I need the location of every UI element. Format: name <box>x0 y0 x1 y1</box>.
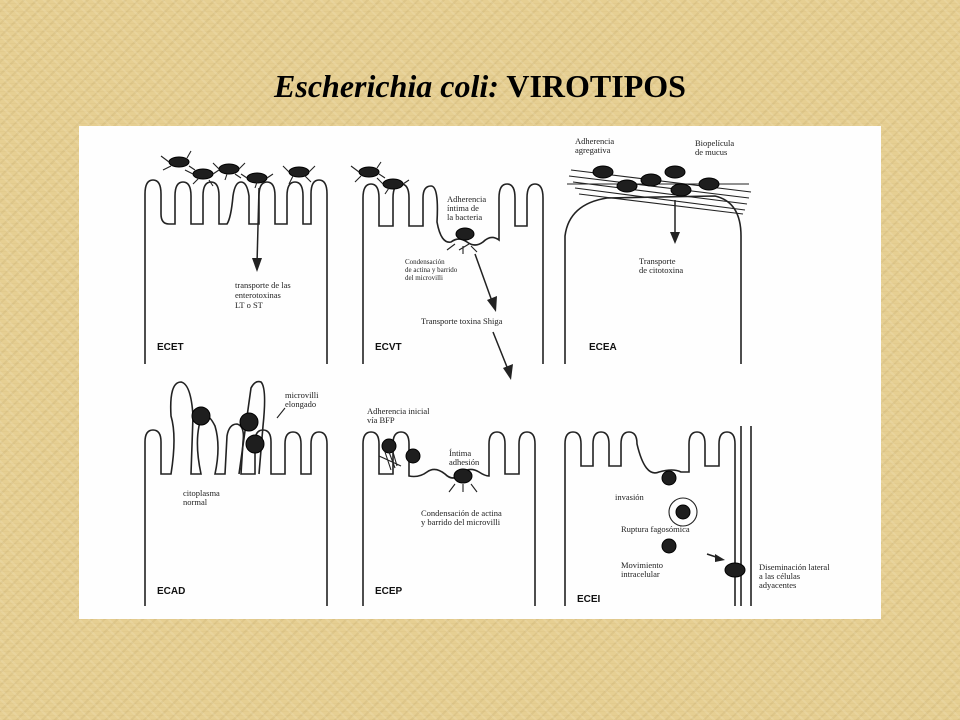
ecvt-arrowhead-2 <box>503 364 513 380</box>
title-italic: Escherichia coli: <box>274 68 499 104</box>
ecvt-condensation-1: Condensación <box>405 258 445 266</box>
panel-ecvt: Adherencia íntima de la bacteria Condens… <box>350 161 544 380</box>
bacterium <box>245 434 265 454</box>
ecet-arrowhead <box>252 258 262 272</box>
ecvt-arrow-2 <box>492 331 510 373</box>
ecet-fimbriae <box>160 150 316 189</box>
bacterium <box>358 166 380 178</box>
bacterium <box>661 538 677 554</box>
ecvt-attached-bacterium <box>455 227 475 241</box>
ecei-cell-outline <box>564 431 736 606</box>
bacterium <box>616 179 638 193</box>
ecea-biofilm-2: de mucus <box>695 147 727 157</box>
bacterium <box>661 470 677 486</box>
ecet-cell-outline <box>144 179 328 364</box>
ecad-cytoplasm-2: normal <box>183 497 208 507</box>
ecei-spread-3: adyacentes <box>759 580 796 590</box>
bacterium <box>192 168 214 180</box>
ecei-label: ECEI <box>577 594 601 605</box>
ecvt-condensation-3: del microvilli <box>405 274 443 282</box>
ecei-rupture: Ruptura fagosómica <box>621 524 690 534</box>
bacterium <box>675 504 691 520</box>
ecet-note-2: enterotoxinas <box>235 290 281 300</box>
ecvt-adhesion-2: íntima de <box>447 203 479 213</box>
ecvt-adhesion-1: Adherencia <box>447 194 486 204</box>
ecei-adjacent-cell-wall <box>740 426 752 606</box>
ecea-biofilm-1: Biopelícula <box>695 138 734 148</box>
bacterium <box>724 562 746 578</box>
ecvt-condensation-2: de actina y barrido <box>405 266 458 274</box>
ecea-adherence-2: agregativa <box>575 145 611 155</box>
panel-ecea: Adherencia agregativa Biopelícula de muc… <box>564 136 752 364</box>
ecad-microvilli-1: microvilli <box>285 390 319 400</box>
ecep-bacteria <box>381 438 473 484</box>
ecad-label: ECAD <box>157 586 185 597</box>
ecet-label: ECET <box>157 342 184 353</box>
ecea-cell-outline <box>564 195 742 364</box>
ecep-intimate-2: adhesión <box>449 457 480 467</box>
ecep-attached-bacterium <box>453 468 473 484</box>
ecvt-fimbriae <box>350 161 478 254</box>
panel-ecei: invasión Ruptura fagosómica Movimiento i… <box>564 426 830 606</box>
ecei-spread-1: Diseminación lateral <box>759 562 830 572</box>
bacterium <box>664 165 686 179</box>
bacterium <box>698 177 720 191</box>
panel-ecep: Adherencia inicial vía BFP Íntima adhesi… <box>362 406 536 606</box>
bacterium <box>288 166 310 178</box>
ecea-label: ECEA <box>589 342 617 353</box>
ecep-initial-2: vía BFP <box>367 415 395 425</box>
bacterium <box>670 183 692 197</box>
ecei-spread-2: a las células <box>759 571 800 581</box>
bacterium <box>218 163 240 175</box>
ecvt-transport: Transporte toxina Shiga <box>421 316 503 326</box>
ecad-microvilli-2: elongado <box>285 399 316 409</box>
ecei-movement-2: intracelular <box>621 569 660 579</box>
ecep-initial-1: Adherencia inicial <box>367 406 430 416</box>
bacterium <box>191 406 211 426</box>
ecea-bacteria <box>592 165 720 197</box>
ecet-note-1: transporte de las <box>235 280 291 290</box>
bacterium <box>640 173 662 187</box>
ecvt-cell-outline <box>362 183 544 364</box>
ecet-bacteria <box>168 156 310 184</box>
ecvt-arrow-1 <box>474 253 494 305</box>
bacterium <box>168 156 190 168</box>
ecei-bacteria <box>661 470 746 578</box>
bacterium <box>246 172 268 184</box>
ecep-label: ECEP <box>375 586 403 597</box>
ecvt-label: ECVT <box>375 342 402 353</box>
ecei-phagosome <box>668 497 698 527</box>
ecea-transport-1: Transporte <box>639 256 676 266</box>
ecep-condensation-2: y barrido del microvilli <box>421 517 501 527</box>
bacterium <box>592 165 614 179</box>
bacterium <box>382 178 404 190</box>
ecei-invasion: invasión <box>615 492 645 502</box>
ecad-cell-outline <box>144 381 328 606</box>
ecea-arrowhead <box>670 232 680 244</box>
ecad-bacteria <box>191 406 265 454</box>
bacterium <box>381 438 397 454</box>
ecep-bfp-fibers <box>378 451 478 493</box>
ecvt-arrowhead-1 <box>487 296 497 312</box>
virotypes-diagram: transporte de las enterotoxinas LT o ST … <box>79 126 881 619</box>
panel-ecad: microvilli elongado citoplasma normal EC… <box>144 380 328 606</box>
ecea-adherence-1: Adherencia <box>575 136 614 146</box>
ecei-arrowhead <box>715 554 725 562</box>
ecei-movement-1: Movimiento <box>621 560 663 570</box>
ecep-condensation-1: Condensación de actina <box>421 508 502 518</box>
ecvt-adhesion-3: la bacteria <box>447 212 482 222</box>
title-rest: VIROTIPOS <box>506 68 686 104</box>
ecad-cytoplasm-1: citoplasma <box>183 488 220 498</box>
ecep-intimate-1: Íntima <box>449 448 471 458</box>
ecea-transport-2: de citotoxina <box>639 265 683 275</box>
bacterium <box>239 412 259 432</box>
ecet-note-3: LT o ST <box>235 300 264 310</box>
panel-ecet: transporte de las enterotoxinas LT o ST … <box>144 150 328 364</box>
bacterium <box>405 448 421 464</box>
ecet-toxin-arrow <box>256 187 260 265</box>
slide-title: Escherichia coli: VIROTIPOS <box>0 68 960 105</box>
ecad-pointer <box>276 407 286 419</box>
